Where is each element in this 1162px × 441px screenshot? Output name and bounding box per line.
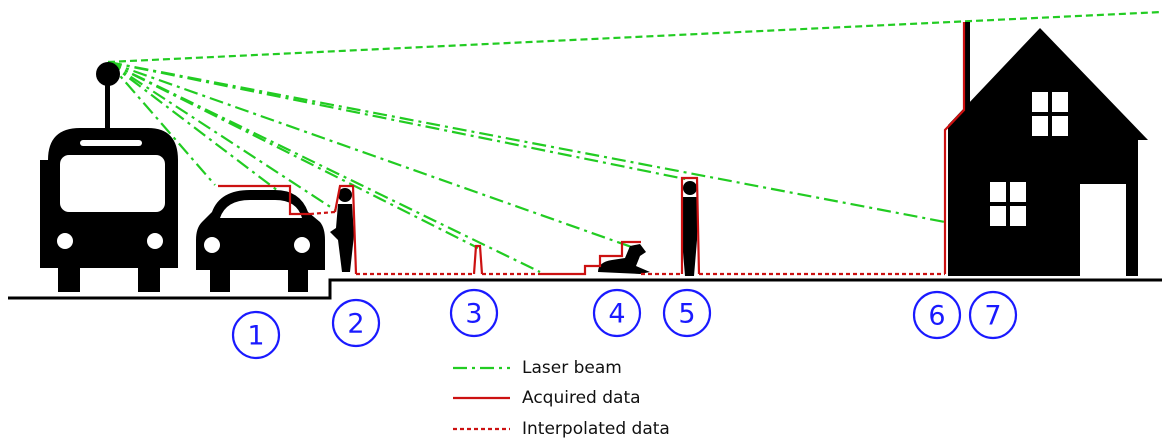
person-silhouette bbox=[682, 181, 697, 276]
legend-interpolated-data-label: Interpolated data bbox=[522, 419, 670, 439]
marker-3: 3 bbox=[449, 288, 499, 338]
laser-beam-line bbox=[107, 10, 1162, 64]
legend-laser-beam-label: Laser beam bbox=[522, 358, 622, 378]
car-silhouette bbox=[196, 190, 325, 292]
laser-beams bbox=[107, 10, 1162, 273]
interpolated-data-trace bbox=[309, 210, 945, 276]
legend-item-acquired-data: Acquired data bbox=[453, 388, 641, 408]
legend-item-laser-beam: Laser beam bbox=[453, 358, 622, 378]
marker-3-label: 3 bbox=[465, 299, 482, 330]
marker-7-label: 7 bbox=[984, 301, 1001, 332]
laser-beam-line bbox=[107, 60, 691, 182]
laser-beam-line bbox=[107, 60, 641, 252]
marker-4: 4 bbox=[592, 288, 642, 338]
dog-silhouette bbox=[598, 244, 650, 274]
marker-2-label: 2 bbox=[347, 309, 364, 340]
marker-1-label: 1 bbox=[247, 321, 264, 352]
marker-1: 1 bbox=[231, 310, 281, 360]
laser-beam-line bbox=[107, 61, 479, 249]
legend-acquired-data-label: Acquired data bbox=[522, 388, 641, 408]
marker-6-label: 6 bbox=[928, 301, 945, 332]
legend-item-interpolated-data: Interpolated data bbox=[453, 419, 670, 439]
laser-beam-line bbox=[107, 61, 216, 186]
house-silhouette bbox=[948, 22, 1148, 276]
marker-5-label: 5 bbox=[678, 299, 695, 330]
lidar-sensor-icon bbox=[96, 62, 120, 86]
ground bbox=[8, 278, 1162, 300]
marker-5: 5 bbox=[662, 288, 712, 338]
marker-4-label: 4 bbox=[608, 299, 625, 330]
marker-6: 6 bbox=[912, 290, 962, 340]
legend: Laser beam Acquired data Interpolated da… bbox=[453, 358, 670, 439]
laser-beam-line bbox=[107, 61, 336, 211]
laser-beam-line bbox=[107, 61, 291, 201]
marker-7: 7 bbox=[968, 290, 1018, 340]
person-silhouette bbox=[330, 188, 354, 272]
marker-2: 2 bbox=[331, 298, 381, 348]
bus-silhouette bbox=[40, 62, 178, 292]
acquired-data-trace bbox=[218, 22, 966, 276]
laser-beam-line bbox=[107, 60, 946, 224]
